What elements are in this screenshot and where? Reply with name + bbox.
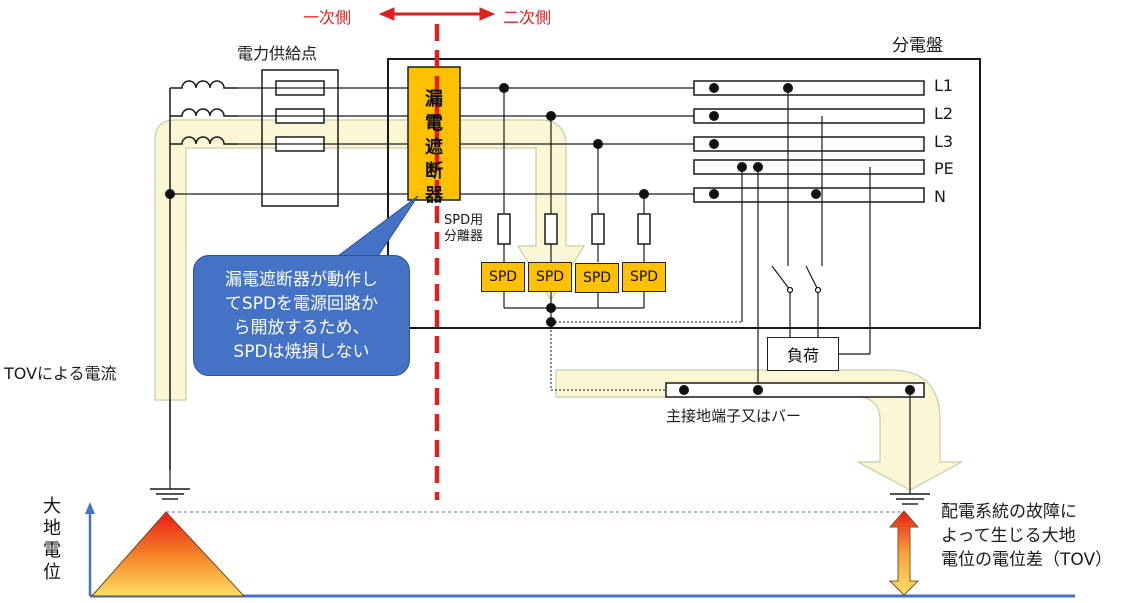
boundary-arrow <box>378 7 496 21</box>
bus-label-pe: PE <box>934 159 954 178</box>
breaker-char: 電 <box>425 113 443 134</box>
earth-potential-char: 大 <box>43 496 61 517</box>
callout-line: ら開放するため、 <box>233 317 370 338</box>
spd-l2: SPD <box>528 262 572 292</box>
junction-dots <box>165 83 915 395</box>
earth-potential-label: 大 地 電 位 <box>40 496 64 584</box>
callout-text: 漏電遮断器が動作し てSPDを電源回路か ら開放するため、 SPDは焼損しない <box>225 268 378 364</box>
breaker-char: 漏 <box>425 89 443 110</box>
power-supply-point-label: 電力供給点 <box>237 44 318 63</box>
busbars <box>693 80 925 203</box>
main-earth-terminal-label: 主接地端子又はバー <box>666 407 802 425</box>
spd-n: SPD <box>622 262 666 292</box>
load-box: 負荷 <box>767 337 839 371</box>
breaker-char: 器 <box>425 185 443 206</box>
tov-note-line: 電位の電位差（TOV） <box>941 550 1113 570</box>
supply-lines <box>170 87 714 195</box>
tov-note-line: 配電系統の故障に <box>941 502 1077 522</box>
bus-label-l2: L2 <box>934 104 954 123</box>
main-earth-terminal-bar <box>665 382 925 398</box>
callout-line: てSPDを電源回路か <box>224 293 379 314</box>
load-wiring <box>741 88 871 390</box>
breaker-label: 漏 電 遮 断 器 <box>408 88 460 208</box>
secondary-side-label: 二次側 <box>503 8 552 27</box>
tov-current-label: TOVによる電流 <box>4 364 117 383</box>
breaker-char: 遮 <box>425 137 443 158</box>
earth-potential-char: 位 <box>43 562 61 583</box>
spd-disconnector-label-line1: SPD用 <box>444 213 484 228</box>
callout-line: SPDは焼損しない <box>233 341 370 362</box>
callout-line: 漏電遮断器が動作し <box>224 269 378 290</box>
tov-double-arrow <box>888 510 920 596</box>
callout-balloon: 漏電遮断器が動作し てSPDを電源回路か ら開放するため、 SPDは焼損しない <box>193 255 410 376</box>
tov-note: 配電系統の故障に よって生じる大地 電位の電位差（TOV） <box>941 500 1112 572</box>
earth-symbol-right <box>890 493 930 505</box>
bus-label-n: N <box>934 187 946 206</box>
primary-side-label: 一次側 <box>303 8 352 27</box>
earth-potential-char: 電 <box>43 540 61 561</box>
breaker-char: 断 <box>425 161 443 182</box>
spd-l1: SPD <box>481 262 525 292</box>
tov-note-line: よって生じる大地 <box>941 526 1076 546</box>
power-supply-box <box>261 69 339 207</box>
y-axis-arrowhead <box>85 502 95 514</box>
bus-label-l1: L1 <box>934 76 954 95</box>
spd-earth-dotted <box>550 322 684 391</box>
earth-potential-char: 地 <box>43 518 61 539</box>
spd-disconnector-label-line2: 分離器 <box>444 229 484 244</box>
switch-contacts <box>786 286 822 294</box>
earth-leakage-breaker <box>407 66 461 201</box>
earth-potential-triangle <box>90 511 246 597</box>
bus-label-l3: L3 <box>934 132 954 151</box>
spd-disconnector-label: SPD用 分離器 <box>444 213 483 245</box>
callout-pointer <box>328 195 419 263</box>
distribution-board-label: 分電盤 <box>892 36 943 56</box>
earth-symbol-left <box>150 488 190 500</box>
spd-disconnectors <box>497 213 651 245</box>
spd-l3: SPD <box>575 263 619 293</box>
